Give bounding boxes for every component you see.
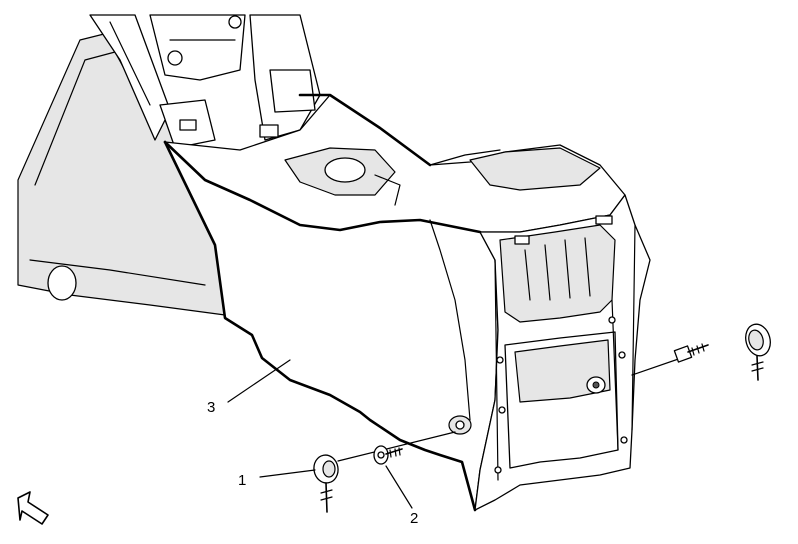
center-console [163,93,651,512]
callout-1: 1 [238,472,246,489]
leader-lines [227,359,413,509]
leader-line-2 [385,465,413,509]
callout-3: 3 [207,399,215,416]
leader-line-1 [259,469,316,478]
callout-2: 2 [410,510,418,527]
left-fasteners [313,431,456,513]
bolt-2 [373,445,403,465]
panel-hole [47,265,77,301]
right-cap [745,323,771,381]
cap-1 [313,454,339,513]
right-fasteners [631,323,771,381]
leader-line-3 [227,359,291,403]
front-direction-arrow-icon [17,491,49,525]
right-bolt [673,343,709,363]
support-bracket [89,14,321,149]
